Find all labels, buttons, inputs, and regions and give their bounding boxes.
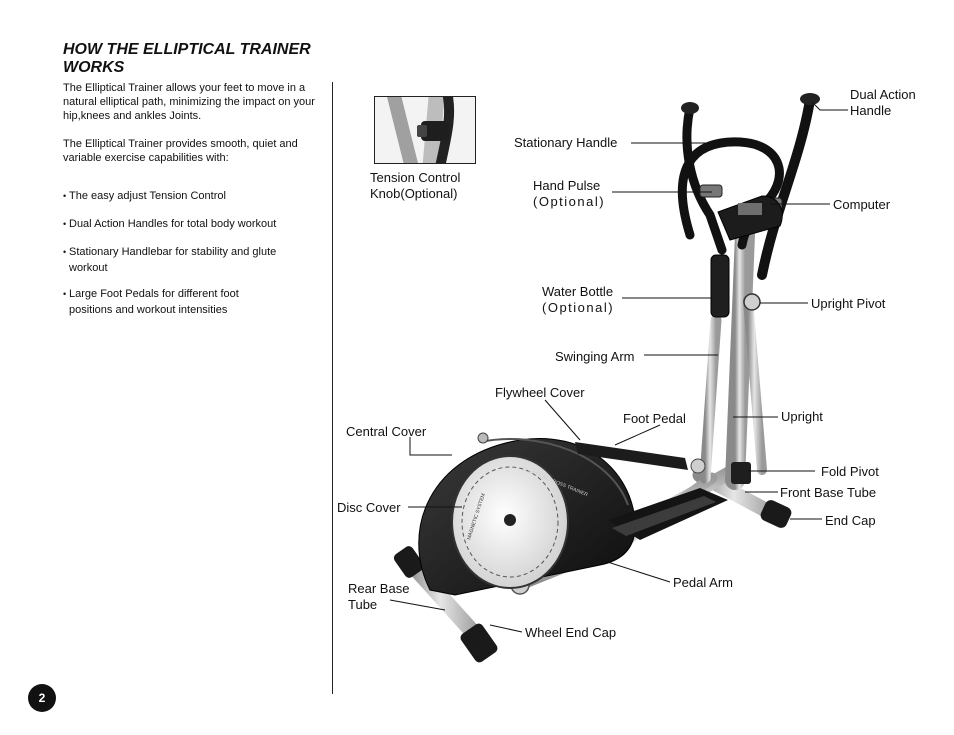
- bullet-dot: •: [63, 289, 67, 299]
- feature-bullet-4: •Large Foot Pedals for different foot po…: [63, 286, 323, 318]
- label-computer: Computer: [833, 197, 891, 212]
- label-fold-pivot: Fold Pivot: [821, 464, 879, 479]
- leader-lines: [389, 101, 848, 633]
- label-front-base-tube: Front Base Tube: [780, 485, 877, 500]
- label-water-bottle: Water Bottle(Optional): [542, 284, 615, 315]
- feature-bullet-text: Dual Action Handles for total body worko…: [69, 218, 277, 230]
- leader-flywheel: [544, 399, 581, 441]
- label-swinging-arm: Swinging Arm: [555, 349, 635, 364]
- label-upright: Upright: [781, 409, 823, 424]
- page-title: HOW THE ELLIPTICAL TRAINER WORKS: [63, 41, 311, 76]
- feature-bullet-3: •Stationary Handlebar for stability and …: [63, 244, 323, 276]
- page-number-badge: 2: [28, 684, 56, 712]
- feature-bullet-text-cont: workout: [69, 262, 108, 274]
- water-bottle: [710, 254, 730, 318]
- tension-knob-illustration: [387, 97, 455, 163]
- feature-bullet-text: Large Foot Pedals for different foot: [69, 288, 239, 300]
- intro-paragraph-2: The Elliptical Trainer provides smooth, …: [63, 138, 298, 164]
- feature-bullet-1: •The easy adjust Tension Control: [63, 188, 323, 204]
- label-hand-pulse: Hand Pulse(Optional): [533, 178, 606, 209]
- label-flywheel-cover: Flywheel Cover: [495, 385, 585, 400]
- computer-console: [717, 195, 783, 241]
- feature-bullet-text: Stationary Handlebar for stability and g…: [69, 246, 277, 258]
- bullet-dot: •: [63, 247, 67, 257]
- column-divider: [332, 82, 333, 694]
- label-central-cover: Central Cover: [346, 424, 427, 439]
- feature-bullet-text: The easy adjust Tension Control: [69, 190, 226, 202]
- label-upright-pivot: Upright Pivot: [811, 296, 886, 311]
- leader-central: [409, 437, 452, 456]
- label-stationary-handle: Stationary Handle: [514, 135, 618, 150]
- intro-paragraph-1: The Elliptical Trainer allows your feet …: [63, 82, 315, 122]
- feature-bullet-2: •Dual Action Handles for total body work…: [63, 216, 323, 232]
- bullet-dot: •: [63, 191, 67, 201]
- dual-action-handles: [681, 93, 820, 280]
- label-disc-cover: Disc Cover: [337, 500, 401, 515]
- label-end-cap: End Cap: [825, 513, 876, 528]
- leader-rear-base: [389, 599, 446, 611]
- leader-foot-pedal: [614, 424, 661, 446]
- disc-cover: [451, 455, 569, 589]
- fold-pivot: [690, 458, 751, 484]
- feature-bullet-text-cont: positions and workout intensities: [69, 304, 228, 316]
- leader-dual-action: [811, 101, 848, 111]
- upright-column: [699, 225, 767, 490]
- upright-pivot: [743, 293, 761, 311]
- leader-wheel-end-cap: [489, 624, 523, 633]
- label-wheel-end-cap: Wheel End Cap: [525, 625, 617, 640]
- bullet-dot: •: [63, 219, 67, 229]
- label-foot-pedal: Foot Pedal: [623, 411, 686, 426]
- tension-knob-inset: [374, 96, 476, 164]
- label-pedal-arm: Pedal Arm: [673, 575, 733, 590]
- rear-base-tube: [393, 546, 498, 663]
- leader-pedal-arm: [594, 557, 671, 583]
- foot-pedal: [575, 442, 728, 540]
